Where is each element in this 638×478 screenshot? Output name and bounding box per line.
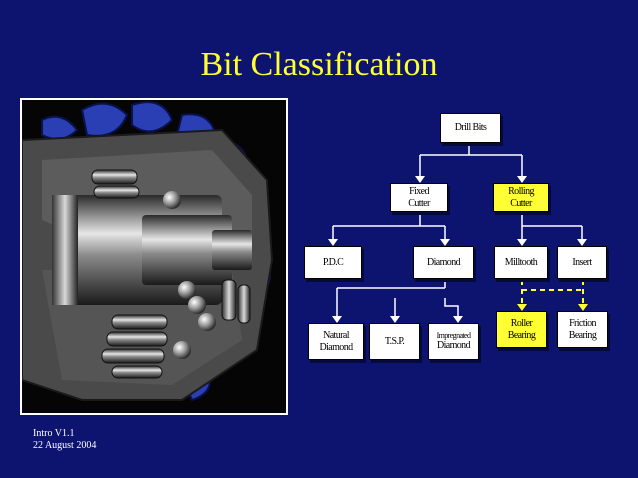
label-pdc: P.D.C	[322, 256, 344, 268]
box-rolling-cutter: Rolling Cutter	[493, 183, 549, 212]
label-roller-bearing: Bearing	[507, 329, 536, 341]
label-impregnated: Impregnated	[436, 331, 471, 340]
drill-bit-photo	[20, 98, 288, 415]
box-tsp: T.S.P.	[369, 323, 420, 360]
box-friction-bearing: Friction Bearing	[557, 311, 608, 348]
label-natural: Natural	[323, 329, 349, 341]
label-diamond: Diamond	[426, 256, 461, 268]
label-rolling: Rolling	[508, 185, 534, 197]
label-milltooth: Milltooth	[504, 256, 538, 268]
box-roller-bearing: Roller Bearing	[496, 311, 547, 348]
box-natural-diamond: Natural Diamond	[308, 323, 364, 360]
label-friction-bearing: Bearing	[568, 329, 597, 341]
label-cutter: Cutter	[408, 197, 430, 209]
box-diamond: Diamond	[413, 246, 474, 279]
label-impregnated-diamond: Diamond	[436, 340, 471, 351]
label-rolling-cutter: Cutter	[510, 197, 532, 209]
box-milltooth: Milltooth	[494, 246, 548, 279]
box-impregnated-diamond: Impregnated Diamond	[428, 323, 479, 360]
slide-title: Bit Classification	[200, 46, 438, 83]
label-fixed: Fixed	[409, 185, 429, 197]
label-tsp: T.S.P.	[384, 335, 405, 347]
label-friction: Friction	[569, 317, 596, 329]
label-natural-diamond: Diamond	[319, 341, 353, 353]
box-insert: Insert	[557, 246, 607, 279]
label-drill-bits: Drill Bits	[454, 122, 487, 133]
footer-version: Intro V1.1	[33, 428, 75, 439]
drill-bit-cutaway-image	[22, 100, 286, 413]
slide-footer: Intro V1.1 22 August 2004	[33, 428, 96, 452]
label-roller: Roller	[510, 317, 533, 329]
footer-date: 22 August 2004	[33, 440, 97, 451]
box-fixed-cutter: Fixed Cutter	[390, 183, 448, 212]
box-pdc: P.D.C	[304, 246, 362, 279]
label-insert: Insert	[572, 256, 592, 268]
box-drill-bits: Drill Bits	[440, 113, 501, 143]
